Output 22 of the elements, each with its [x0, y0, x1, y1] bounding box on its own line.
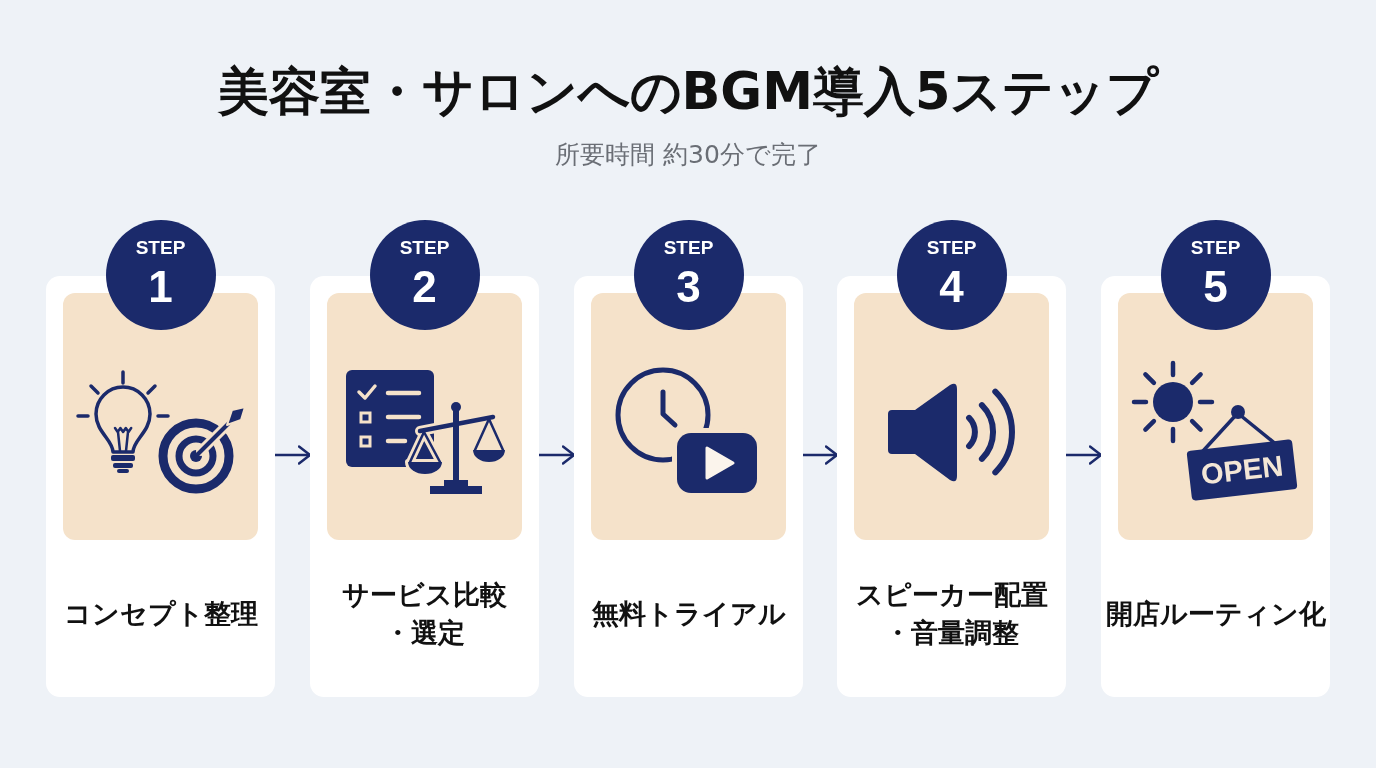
arrow: [539, 445, 576, 465]
step-number: 5: [1203, 265, 1228, 309]
open-sign: OPEN: [1186, 439, 1298, 501]
step-title: スピーカー配置・音量調整: [854, 578, 1049, 650]
step-number: 1: [148, 265, 173, 309]
arrow: [1066, 445, 1103, 465]
step-label: STEP: [399, 238, 450, 258]
step-label: STEP: [926, 238, 977, 258]
step-label: STEP: [135, 238, 186, 258]
step-title: 無料トライアル: [591, 597, 786, 631]
step-title: コンセプト整理: [63, 597, 258, 631]
step-number: 2: [412, 265, 437, 309]
step-number: 4: [939, 265, 964, 309]
title: 美容室・サロンへのBGM導入5ステップ: [217, 62, 1159, 122]
step-label: STEP: [1190, 238, 1241, 258]
subtitle: 所要時間 約30分で完了: [555, 140, 821, 170]
arrow: [803, 445, 839, 465]
step-number: 3: [676, 265, 701, 309]
step-label: STEP: [663, 238, 714, 258]
step-title: サービス比較・選定: [341, 578, 508, 650]
step-title: 開店ルーティン化: [1105, 597, 1326, 631]
arrow: [275, 445, 312, 465]
